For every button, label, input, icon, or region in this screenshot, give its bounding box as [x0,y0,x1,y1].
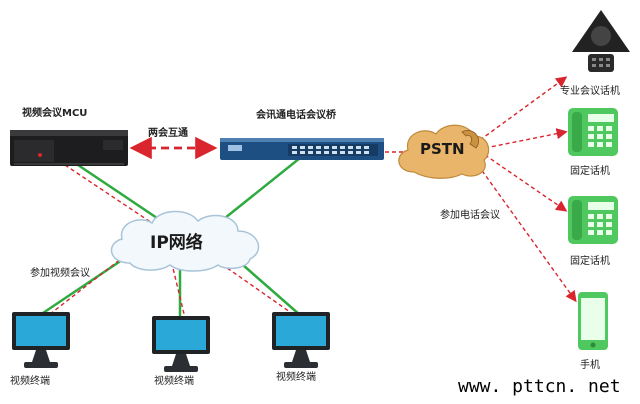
network-links [39,157,301,318]
join-video-label: 参加视频会议 [30,268,90,279]
conference-speakerphone-icon [572,10,630,72]
mcu-device-icon [10,130,128,166]
mobile-label: 手机 [580,360,600,371]
interop-label: 两会互通 [148,128,188,139]
bridge-label: 会讯通电话会议桥 [256,110,336,121]
terminal-label-3: 视频终端 [276,372,316,383]
pstn-label: PSTN [420,140,465,158]
video-terminal-icon [152,316,210,372]
ip-network-label: IP网络 [150,233,203,253]
pstn-cloud-icon [398,124,490,179]
mobile-phone-icon [578,292,608,350]
phone-bridge-device-icon [220,138,384,160]
landline-label-1: 固定话机 [570,166,610,177]
landline-phone-icon [568,108,618,156]
terminal-label-1: 视频终端 [10,376,50,387]
ip-network-cloud-icon [110,210,260,272]
mcu-label: 视频会议MCU [22,108,88,119]
video-terminal-icon [12,312,70,368]
watermark-text: www. pttcn. net [458,376,621,397]
video-terminal-icon [272,312,330,368]
landline-phone-icon [568,196,618,244]
pro-phone-label: 专业会议话机 [560,86,620,97]
terminal-label-2: 视频终端 [154,376,194,387]
landline-label-2: 固定话机 [570,256,610,267]
join-phone-label: 参加电话会议 [440,210,500,221]
